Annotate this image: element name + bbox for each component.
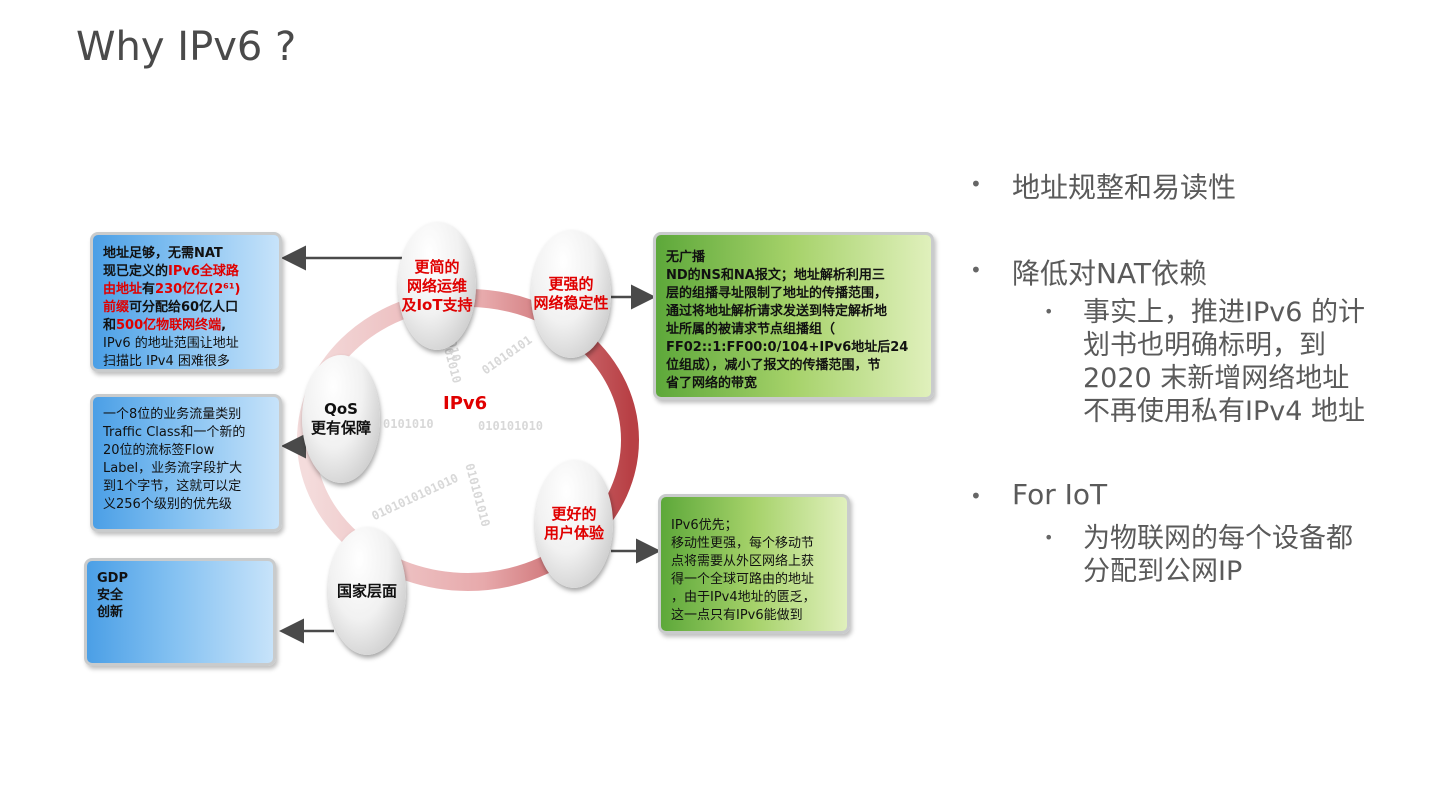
box-line: 无广播 [666, 250, 706, 265]
bullet-dot-icon: • [970, 172, 982, 196]
box-line: 得一个全球可路由的地址 [671, 572, 815, 587]
oval-label: 更有保障 [310, 419, 371, 437]
sub-bullet-iot-public-ip: 为物联网的每个设备都 分配到公网IP [1083, 522, 1403, 588]
sub-bullet-dot-icon: • [1044, 302, 1054, 321]
sub-bullet-line: 事实上，推进IPv6 的计 [1083, 297, 1365, 328]
oval-label: 网络运维 [406, 276, 467, 295]
box-national-level: GDP 安全 创新 [84, 558, 276, 666]
box-line: 一个8位的业务流量类别 [103, 407, 242, 422]
box-no-broadcast: 无广播 ND的NS和NA报文；地址解析利用三 层的组播寻址限制了地址的传播范围，… [653, 232, 934, 400]
oval-label: 及IoT支持 [401, 295, 473, 314]
box-line: ，由于IPv4地址的匮乏， [671, 590, 816, 605]
box-text-highlight: 由地址 [103, 282, 143, 297]
box-line: GDP [97, 571, 128, 586]
sub-bullet-line: 划书也明确标明，到 [1083, 330, 1326, 361]
box-line: 20位的流标签Flow [103, 443, 215, 458]
oval-user-experience: 更好的 用户体验 [535, 460, 613, 588]
box-line: 地址足够，无需NAT [103, 246, 223, 261]
box-line: 省了网络的带宽 [666, 376, 758, 391]
oval-label: 更强的 [548, 275, 594, 293]
box-line: IPv6 的地址范围让地址 [103, 336, 239, 351]
box-line: 点将需要从外区网络上获 [671, 554, 815, 569]
box-line: ND的NS和NA报文；地址解析利用三 [666, 268, 885, 283]
sub-bullet-ipv6-plan: 事实上，推进IPv6 的计 划书也明确标明，到 2020 末新增网络地址 不再使… [1083, 296, 1403, 428]
box-line: 址所属的被请求节点组播组（ [666, 322, 836, 337]
box-line: 前缀可分配给60亿人口 [103, 299, 269, 317]
oval-label: QoS [324, 400, 358, 418]
oval-national-level: 国家层面 [328, 527, 406, 655]
bullet-dot-icon: • [970, 258, 982, 282]
oval-label: 国家层面 [336, 581, 397, 600]
box-line: 和500亿物联网终端, [103, 317, 269, 335]
box-line: 扫描比 IPv4 困难很多 [103, 354, 230, 369]
center-label-ipv6: IPv6 [443, 393, 488, 414]
oval-label: 用户体验 [543, 524, 604, 542]
box-line: 移动性更强，每个移动节 [671, 536, 815, 551]
box-line: 创新 [97, 605, 124, 620]
binary-decoration: 0101010 [383, 417, 434, 431]
box-line: 位组成），减小了报文的传播范围，节 [666, 358, 881, 373]
box-line: Traffic Class和一个新的 [103, 425, 246, 440]
box-text-highlight: 500亿物联网终端 [116, 318, 222, 333]
binary-decoration: 010101010 [478, 419, 544, 433]
box-text: 和 [103, 318, 117, 333]
bullet-for-iot: For IoT [1012, 478, 1108, 511]
oval-stability: 更强的 网络稳定性 [531, 230, 611, 358]
oval-label: 更简的 [414, 257, 460, 276]
box-text: 有 [142, 282, 156, 297]
oval-qos: QoS 更有保障 [302, 355, 380, 483]
box-text: 现已定义的 [103, 264, 169, 279]
oval-label: 网络稳定性 [533, 294, 609, 312]
box-qos-detail: 一个8位的业务流量类别 Traffic Class和一个新的 20位的流标签Fl… [90, 394, 282, 532]
box-text-highlight: 230亿亿(2⁶¹) [155, 282, 241, 297]
oval-ops-iot: 更简的 网络运维 及IoT支持 [398, 222, 476, 350]
sub-bullet-line: 分配到公网IP [1083, 556, 1243, 587]
box-line: 这一点只有IPv6能做到 [671, 608, 803, 623]
box-line: 通过将地址解析请求发送到特定解析地 [666, 304, 888, 319]
sub-bullet-line: 为物联网的每个设备都 [1083, 523, 1353, 554]
box-line: 层的组播寻址限制了地址的传播范围， [666, 286, 888, 301]
oval-label: 更好的 [551, 505, 597, 523]
box-line: FF02::1:FF00:0/104+IPv6地址后24 [666, 340, 909, 355]
box-address-sufficient: 地址足够，无需NAT 现已定义的IPv6全球路 由地址有230亿亿(2⁶¹) 前… [90, 232, 282, 372]
sub-bullet-dot-icon: • [1044, 528, 1054, 547]
bullet-dot-icon: • [970, 484, 982, 508]
box-text: 可分配给60亿人口 [129, 300, 239, 315]
box-line: 安全 [97, 588, 124, 603]
box-mobility: IPv6优先； 移动性更强，每个移动节 点将需要从外区网络上获 得一个全球可路由… [658, 494, 850, 634]
box-line: 由地址有230亿亿(2⁶¹) [103, 281, 269, 299]
box-text-highlight: 前缀 [103, 300, 130, 315]
box-line: 到1个字节，这就可以定 [103, 479, 242, 494]
sub-bullet-line: 2020 末新增网络地址 [1083, 363, 1350, 394]
box-line: Label，业务流字段扩大 [103, 461, 243, 476]
box-line: 义256个级别的优先级 [103, 497, 232, 512]
bullet-address-readability: 地址规整和易读性 [1012, 171, 1237, 204]
sub-bullet-line: 不再使用私有IPv4 地址 [1083, 396, 1365, 427]
box-text: , [221, 318, 227, 333]
box-line: 现已定义的IPv6全球路 [103, 263, 269, 281]
slide-title: Why IPv6 ? [76, 24, 297, 70]
box-line: IPv6优先； [671, 518, 738, 533]
bullet-reduce-nat: 降低对NAT依赖 [1012, 257, 1208, 290]
box-text-highlight: IPv6全球路 [168, 264, 239, 279]
